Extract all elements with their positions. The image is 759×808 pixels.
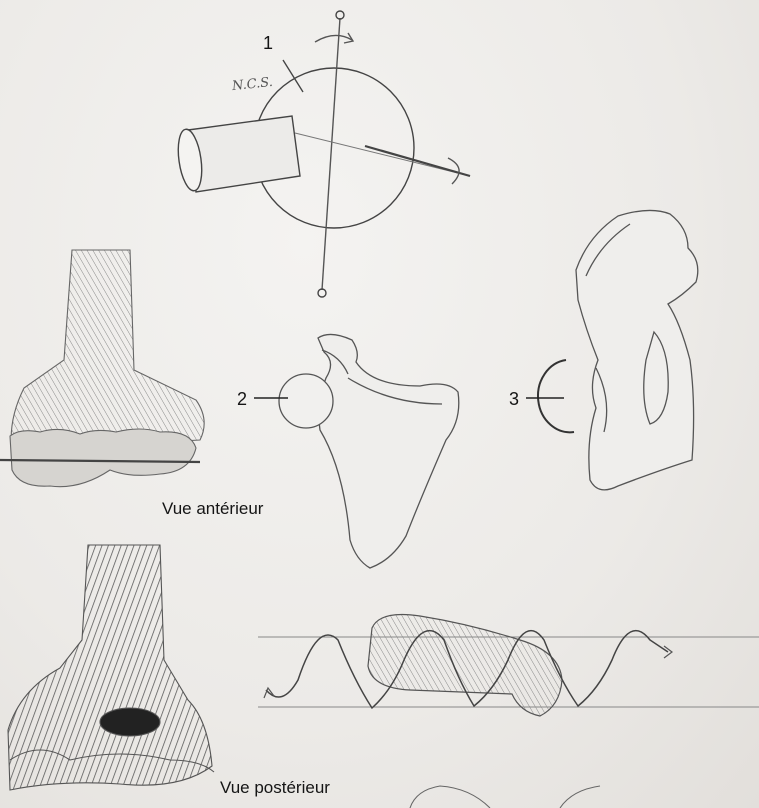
bone-sketch: [368, 615, 562, 717]
rotation-arrow-top: [315, 35, 352, 42]
humeral-head: [279, 374, 333, 428]
elbow-anterior-view: [0, 250, 204, 487]
axis-bottom-knob: [318, 289, 326, 297]
trochlea-capitulum: [10, 429, 196, 487]
elbow-posterior-view: [8, 545, 214, 790]
scapula-outline: [318, 334, 459, 568]
partial-sketch-bottom: [410, 786, 600, 808]
axis-top-knob: [336, 11, 344, 19]
label-2: 2: [237, 389, 247, 410]
pelvis-diagram: [526, 210, 698, 489]
humerus-shaft-anterior: [11, 250, 204, 450]
oblique-axis-rod: [365, 146, 470, 176]
cylinder: [188, 116, 300, 192]
scapula-diagram: [254, 334, 459, 568]
caption-posterior-view: Vue postérieur: [220, 778, 330, 798]
helical-axis-diagram: [258, 615, 759, 717]
caption-anterior-view: Vue antérieur: [162, 499, 263, 519]
label-3: 3: [509, 389, 519, 410]
humerus-shaft-posterior: [8, 545, 212, 790]
femoral-head: [538, 360, 574, 432]
olecranon-fossa: [100, 708, 160, 736]
label-1: 1: [263, 33, 273, 54]
iliac-wing: [576, 210, 698, 489]
vertical-axis: [322, 18, 340, 290]
sphere-rotation-diagram: [175, 11, 470, 297]
